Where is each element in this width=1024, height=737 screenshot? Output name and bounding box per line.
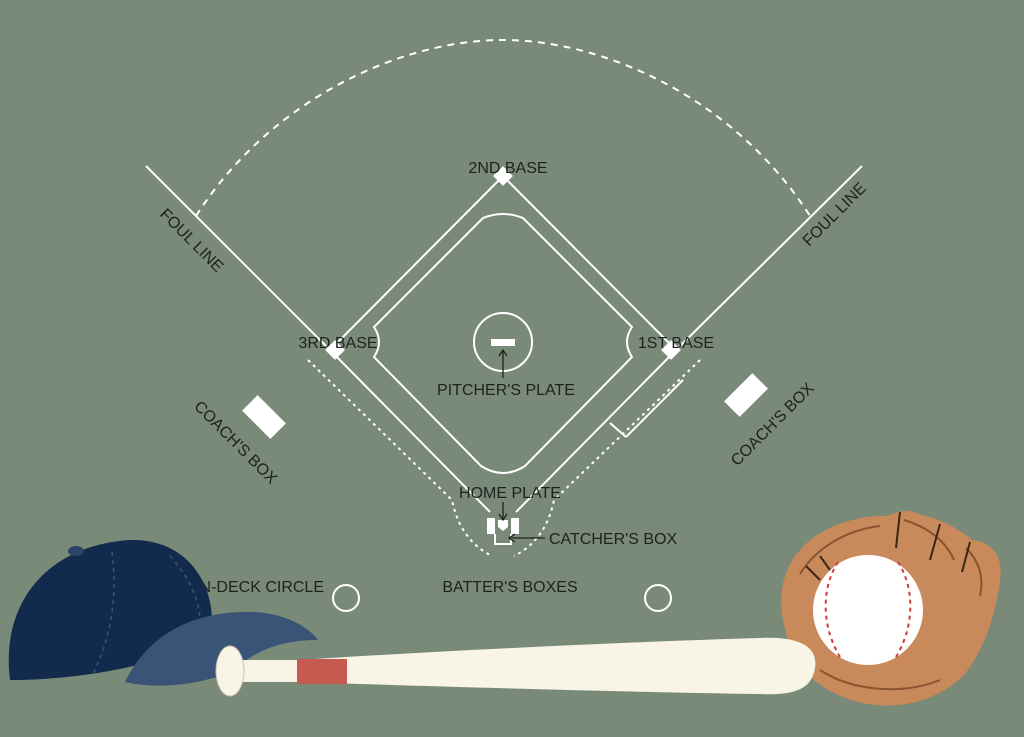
second-base-label: 2ND BASE xyxy=(468,160,547,177)
on-deck-circle-right xyxy=(644,584,672,612)
foul-line-right-label: FOUL LINE xyxy=(800,180,870,250)
batters-box-right xyxy=(511,518,519,534)
infield-grass-line xyxy=(372,213,634,474)
on-deck-circle-label: N-DECK CIRCLE xyxy=(200,579,324,596)
baseball-cap-icon xyxy=(8,539,318,686)
third-base-label: 3RD BASE xyxy=(298,335,377,352)
coaches-box-right-shape xyxy=(724,373,768,417)
home-plate-arrow xyxy=(498,502,508,522)
first-base-label: 1ST BASE xyxy=(638,335,714,352)
running-lane-end xyxy=(625,379,684,438)
foul-line-left xyxy=(145,165,331,351)
catchers-box-arrow xyxy=(507,533,545,543)
running-lane xyxy=(609,422,627,438)
batters-box-left xyxy=(487,518,495,534)
second-base xyxy=(493,166,513,186)
baseball-bat-icon xyxy=(215,637,816,697)
foul-line-right xyxy=(675,165,863,351)
catchers-box-label: CATCHER'S BOX xyxy=(549,531,677,548)
pitchers-plate xyxy=(491,339,515,346)
on-deck-circle-left xyxy=(332,584,360,612)
catchers-box xyxy=(494,534,512,545)
third-base xyxy=(325,340,345,360)
dugout-line-left xyxy=(307,359,493,557)
home-plate xyxy=(498,520,508,531)
first-to-home-outer xyxy=(515,349,677,513)
pitchers-plate-arrow xyxy=(498,348,508,378)
first-base xyxy=(661,340,681,360)
baseball-icon xyxy=(813,555,923,665)
coaches-box-left-shape xyxy=(242,395,286,439)
outfield-fence xyxy=(195,38,811,217)
bat-tape xyxy=(297,659,347,684)
home-plate-label: HOME PLATE xyxy=(459,485,561,502)
pitchers-plate-label: PITCHER'S PLATE xyxy=(437,382,575,399)
foul-line-left-label: FOUL LINE xyxy=(156,206,226,276)
batters-boxes-label: BATTER'S BOXES xyxy=(442,579,577,596)
outer-diamond xyxy=(329,174,677,351)
third-to-home-outer xyxy=(329,349,491,513)
